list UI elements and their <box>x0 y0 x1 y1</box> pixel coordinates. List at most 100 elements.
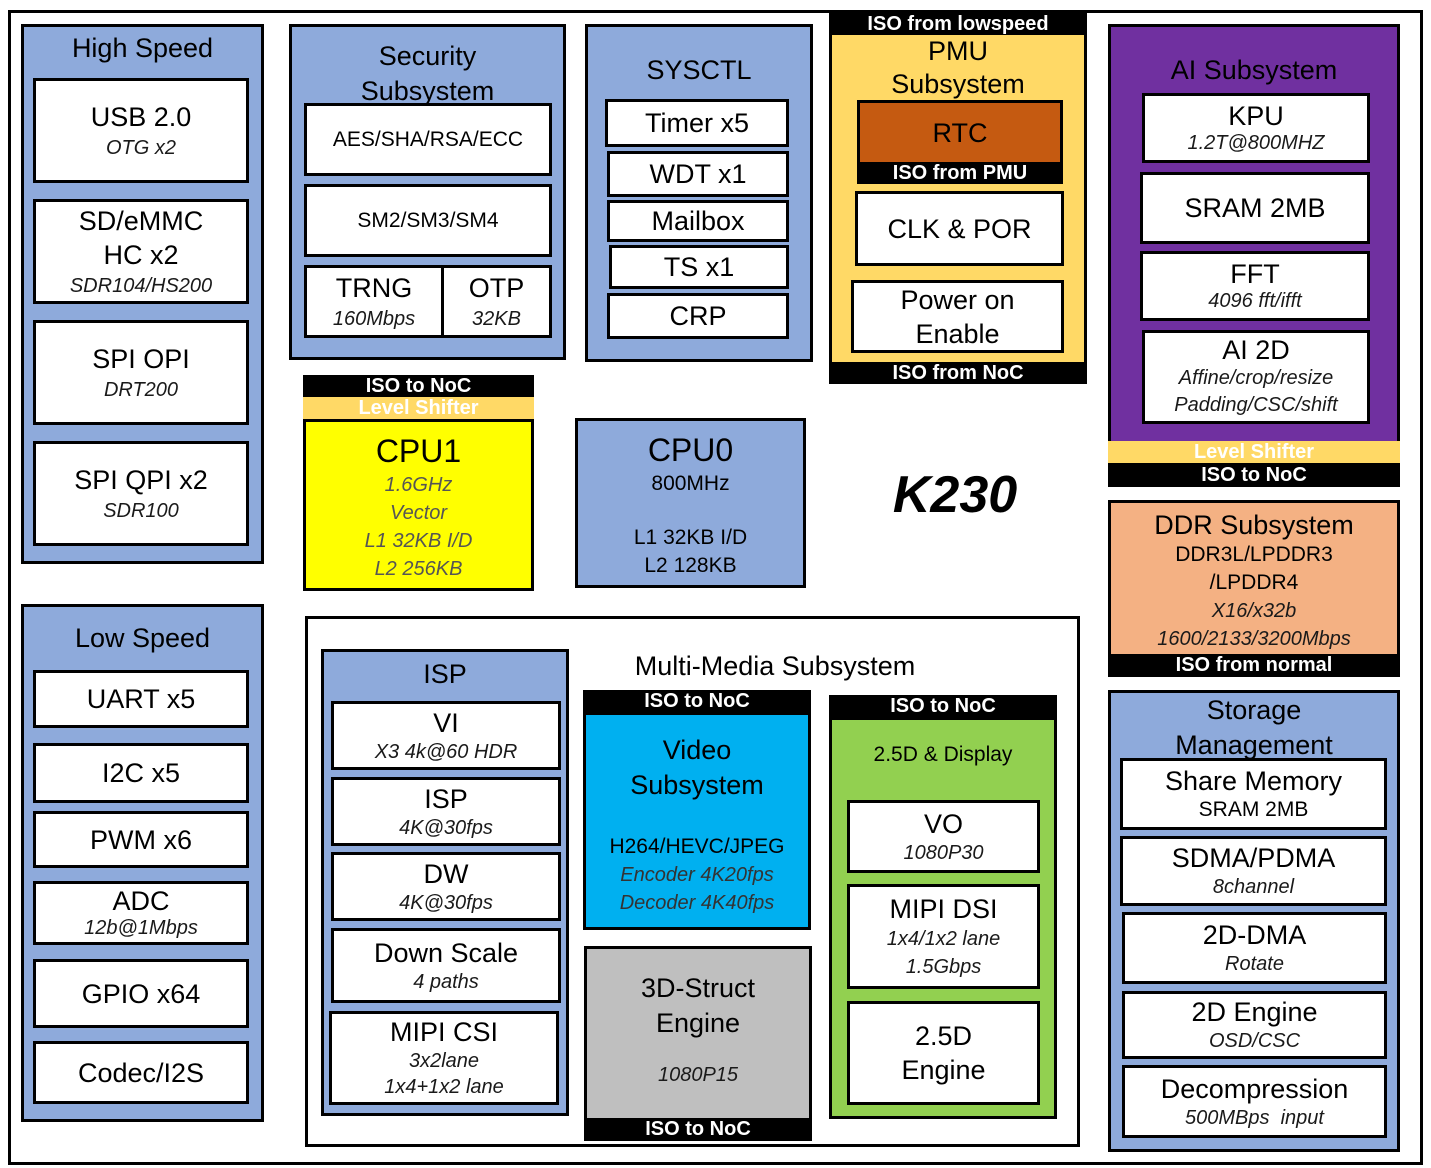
pwm-block: PWM x6 <box>33 811 249 868</box>
isp-detail: 4K@30fps <box>399 816 493 839</box>
kpu-label: KPU <box>1228 101 1284 131</box>
crp-block: CRP <box>607 293 789 339</box>
ddr-panel: DDR Subsystem DDR3L/LPDDR3 /LPDDR4 X16/x… <box>1108 500 1400 677</box>
cpu1-l2: L2 256KB <box>374 558 463 580</box>
ai-level-shifter-bar: Level Shifter <box>1108 441 1400 463</box>
crp-label: CRP <box>669 301 727 331</box>
low-speed-title: Low Speed <box>74 623 211 653</box>
display-title: 2.5D & Display <box>873 743 1013 766</box>
mipi-dsi-detail: 1x4/1x2 lane <box>886 927 1001 950</box>
engine2d-detail: OSD/CSC <box>1208 1030 1301 1052</box>
mipi-csi-detail: 3x2lane <box>408 1050 480 1072</box>
engine2d-block: 2D Engine OSD/CSC <box>1122 991 1387 1059</box>
adc-detail: 12b@1Mbps <box>84 917 198 939</box>
video-title: Video <box>662 735 732 765</box>
ai2d-block: AI 2D Affine/crop/resize Padding/CSC/shi… <box>1142 330 1370 424</box>
sdma-block: SDMA/PDMA 8channel <box>1120 836 1387 906</box>
sd-emmc-block: SD/eMMC HC x2 SDR104/HS200 <box>33 199 249 304</box>
mipi-csi-block: MIPI CSI 3x2lane 1x4+1x2 lane <box>329 1011 559 1105</box>
engine3d-block: 3D-Struct Engine 1080P15 <box>584 946 812 1141</box>
vo-block: VO 1080P30 <box>847 800 1040 873</box>
decompression-block: Decompression 500MBps input <box>1122 1065 1387 1138</box>
mipi-csi-detail-2: 1x4+1x2 lane <box>384 1076 504 1098</box>
i2c-block: I2C x5 <box>33 743 249 803</box>
ai-title: AI Subsystem <box>1170 55 1338 85</box>
spi-qpi-detail: SDR100 <box>103 499 179 522</box>
usb-label: USB 2.0 <box>90 101 192 132</box>
sd-emmc-label: SD/eMMC <box>78 205 204 236</box>
video-title-2: Subsystem <box>630 770 764 800</box>
mipi-dsi-detail-2: 1.5Gbps <box>905 955 982 978</box>
isp-block: ISP 4K@30fps <box>331 777 561 846</box>
fft-block: FFT 4096 fft/ifft <box>1140 251 1370 321</box>
isp-panel-title: ISP <box>423 659 467 689</box>
uart-block: UART x5 <box>33 670 249 728</box>
cpu1-vector: Vector <box>389 502 448 524</box>
multimedia-title: Multi-Media Subsystem <box>634 651 916 681</box>
cpu0-l2: L2 128KB <box>644 554 737 577</box>
pmu-title: PMU <box>928 36 988 66</box>
vi-detail: X3 4k@60 HDR <box>374 740 518 763</box>
dw-block: DW 4K@30fps <box>331 852 561 921</box>
sd-emmc-detail: SDR104/HS200 <box>69 274 213 297</box>
sdma-detail: 8channel <box>1212 876 1295 898</box>
down-scale-label: Down Scale <box>373 937 519 968</box>
wdt-block: WDT x1 <box>607 151 789 197</box>
spi-opi-label: SPI OPI <box>92 343 190 374</box>
engine3d-detail: 1080P15 <box>657 1064 739 1086</box>
rtc-label: RTC <box>932 118 988 148</box>
ddr-title: DDR Subsystem <box>1154 510 1354 540</box>
fft-detail: 4096 fft/ifft <box>1208 290 1302 312</box>
video-codec: H264/HEVC/JPEG <box>609 835 785 858</box>
engine3d-title: 3D-Struct <box>640 973 756 1003</box>
security-title: Security <box>378 41 477 71</box>
ts-block: TS x1 <box>609 245 789 289</box>
ai2d-label: AI 2D <box>1222 335 1290 365</box>
storage-title: Storage <box>1206 695 1302 725</box>
high-speed-title: High Speed <box>71 33 214 63</box>
down-scale-detail: 4 paths <box>413 970 479 993</box>
dw-label: DW <box>423 858 469 889</box>
ai2d-detail: Affine/crop/resize <box>1178 367 1334 389</box>
chip-name-label: K230 <box>892 466 1018 524</box>
engine3d-iso-bar: ISO to NoC <box>584 1118 812 1140</box>
rtc-block: RTC <box>857 100 1063 166</box>
video-iso-bar: ISO to NoC <box>583 690 811 714</box>
security-title-2: Subsystem <box>360 76 495 106</box>
vo-detail: 1080P30 <box>903 841 984 864</box>
ts-label: TS x1 <box>663 252 735 282</box>
ai-iso-bar: ISO to NoC <box>1108 464 1400 487</box>
cpu1-block: CPU1 1.6GHz Vector L1 32KB I/D L2 256KB <box>303 419 534 591</box>
ddr-speed: 1600/2133/3200Mbps <box>1157 628 1351 650</box>
cpu1-level-shifter-bar: Level Shifter <box>303 397 534 419</box>
decompression-label: Decompression <box>1160 1073 1349 1104</box>
trng-label: TRNG <box>335 272 413 303</box>
usb-block: USB 2.0 OTG x2 <box>33 78 249 183</box>
dma2d-block: 2D-DMA Rotate <box>1122 912 1387 984</box>
cpu0-title: CPU0 <box>647 432 734 468</box>
power-on-label: Power on <box>900 284 1015 315</box>
down-scale-block: Down Scale 4 paths <box>331 928 561 1003</box>
multimedia-frame <box>305 616 1080 1147</box>
adc-block: ADC 12b@1Mbps <box>33 881 249 945</box>
pmu-title-2: Subsystem <box>891 69 1025 99</box>
storage-title-2: Management <box>1175 730 1333 760</box>
cpu0-l1: L1 32KB I/D <box>633 526 748 549</box>
sm-label: SM2/SM3/SM4 <box>357 208 499 232</box>
aes-label: AES/SHA/RSA/ECC <box>332 127 524 151</box>
otp-label: OTP <box>468 272 525 303</box>
cpu1-iso-bar: ISO to NoC <box>303 375 534 397</box>
cpu1-title: CPU1 <box>375 433 462 469</box>
vi-label: VI <box>433 707 459 738</box>
ai-sram-label: SRAM 2MB <box>1184 193 1326 223</box>
cpu0-block: CPU0 800MHz L1 32KB I/D L2 128KB <box>575 418 806 588</box>
trng-detail: 160Mbps <box>332 307 416 330</box>
gpio-label: GPIO x64 <box>81 978 201 1009</box>
usb-detail: OTG x2 <box>105 136 176 159</box>
video-encoder: Encoder 4K20fps <box>620 864 774 886</box>
ddr-iso-bar: ISO from normal <box>1108 654 1400 677</box>
otp-block: OTP 32KB <box>441 265 552 338</box>
engine2d-label: 2D Engine <box>1191 997 1318 1027</box>
clk-por-label: CLK & POR <box>887 213 1032 244</box>
sd-emmc-label-2: HC x2 <box>103 239 179 270</box>
